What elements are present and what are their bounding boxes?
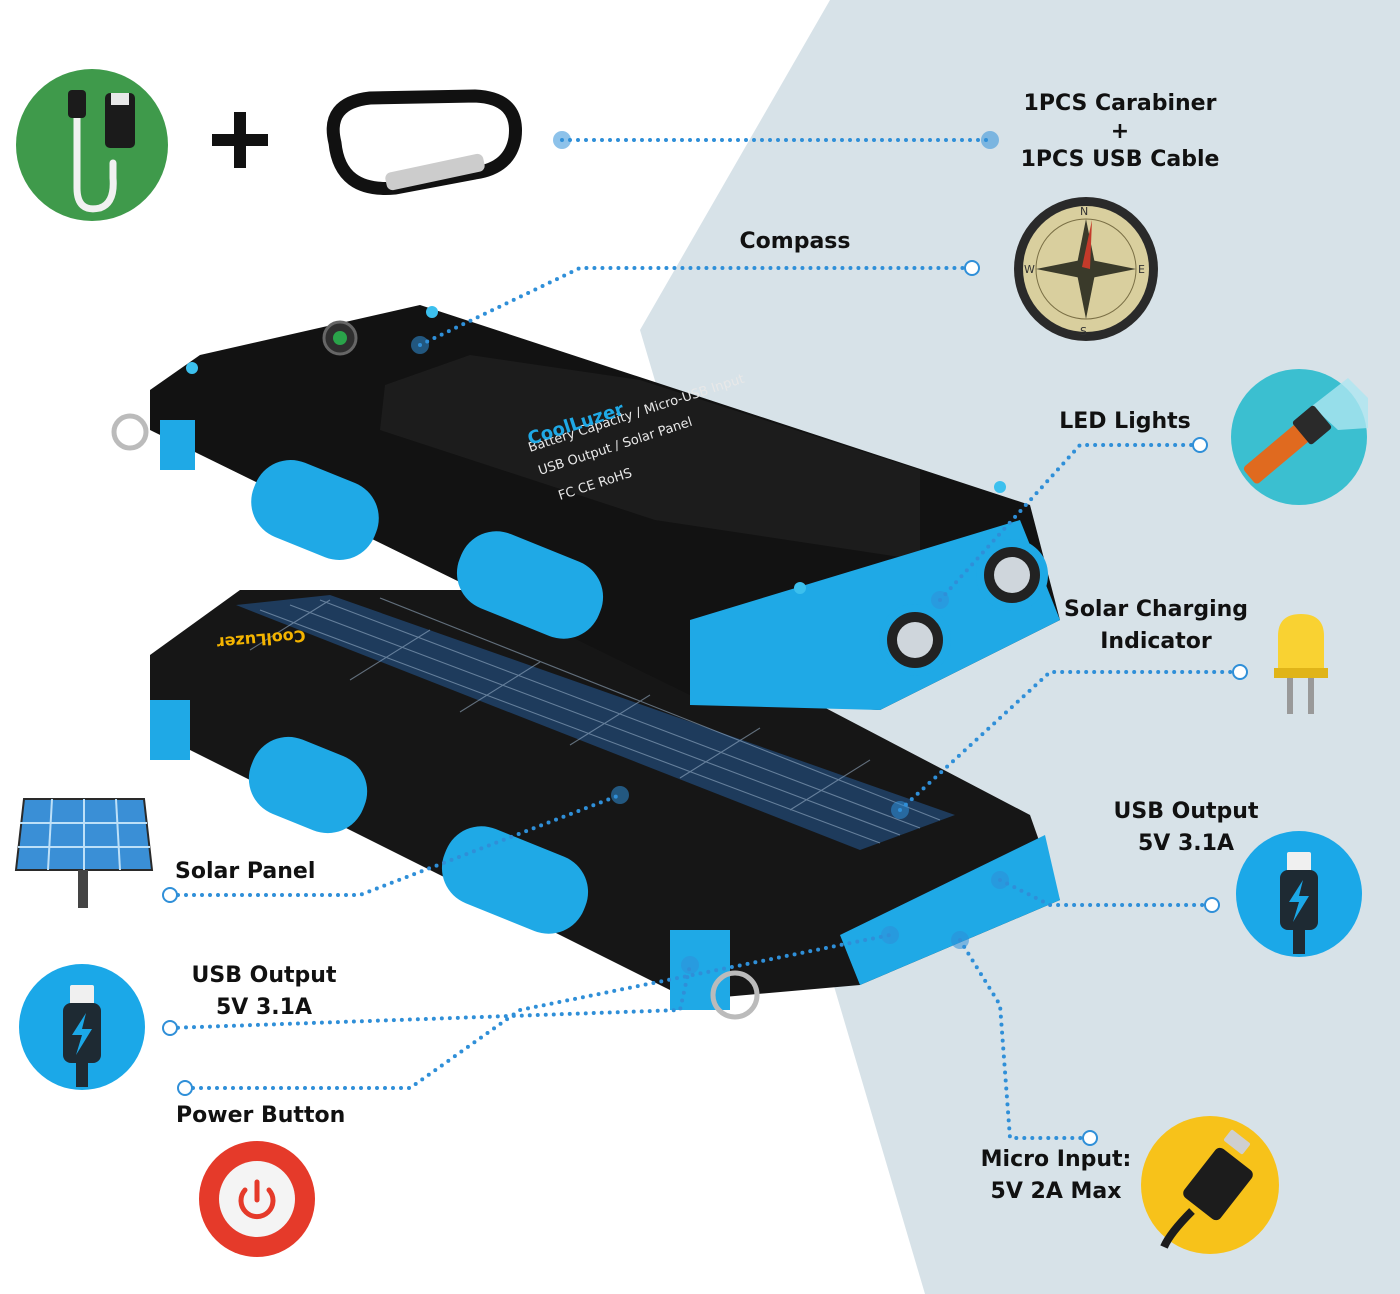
flashlight-icon [1231, 369, 1368, 505]
usb-output-right-label: USB Output 5V 3.1A [1113, 799, 1259, 856]
usb-cable-icon [16, 69, 168, 221]
usb-bolt-icon [1236, 831, 1362, 957]
solar-indicator-label: Solar Charging Indicator [1063, 597, 1249, 654]
usb-bolt-icon [19, 964, 145, 1090]
micro-input-label: Micro Input: 5V 2A Max [980, 1147, 1132, 1204]
led-bulb-icon [1274, 614, 1328, 714]
solar-panel-icon [14, 798, 154, 908]
solar-panel-label: Solar Panel [175, 859, 316, 884]
svg-text:S: S [1080, 325, 1087, 338]
led-lights-label: LED Lights [1059, 409, 1191, 434]
svg-text:W: W [1024, 263, 1035, 276]
upper-power-bank: Battery Capacity / Micro-USB Input USB O… [111, 305, 1060, 710]
svg-text:E: E [1138, 263, 1145, 276]
plus-icon [212, 112, 268, 168]
compass-icon: N S E W [1014, 197, 1158, 341]
power-icon [199, 1141, 315, 1257]
carabiner-label: 1PCS Carabiner + 1PCS USB Cable [1020, 91, 1220, 172]
svg-text:N: N [1080, 205, 1088, 218]
compass-label: Compass [739, 229, 851, 254]
lower-power-bank: CoolLuzer [150, 590, 1060, 1020]
usb-output-left-label: USB Output 5V 3.1A [191, 963, 337, 1020]
carabiner-icon [326, 89, 522, 195]
power-button-label: Power Button [176, 1103, 346, 1128]
micro-usb-icon [1141, 1116, 1279, 1254]
